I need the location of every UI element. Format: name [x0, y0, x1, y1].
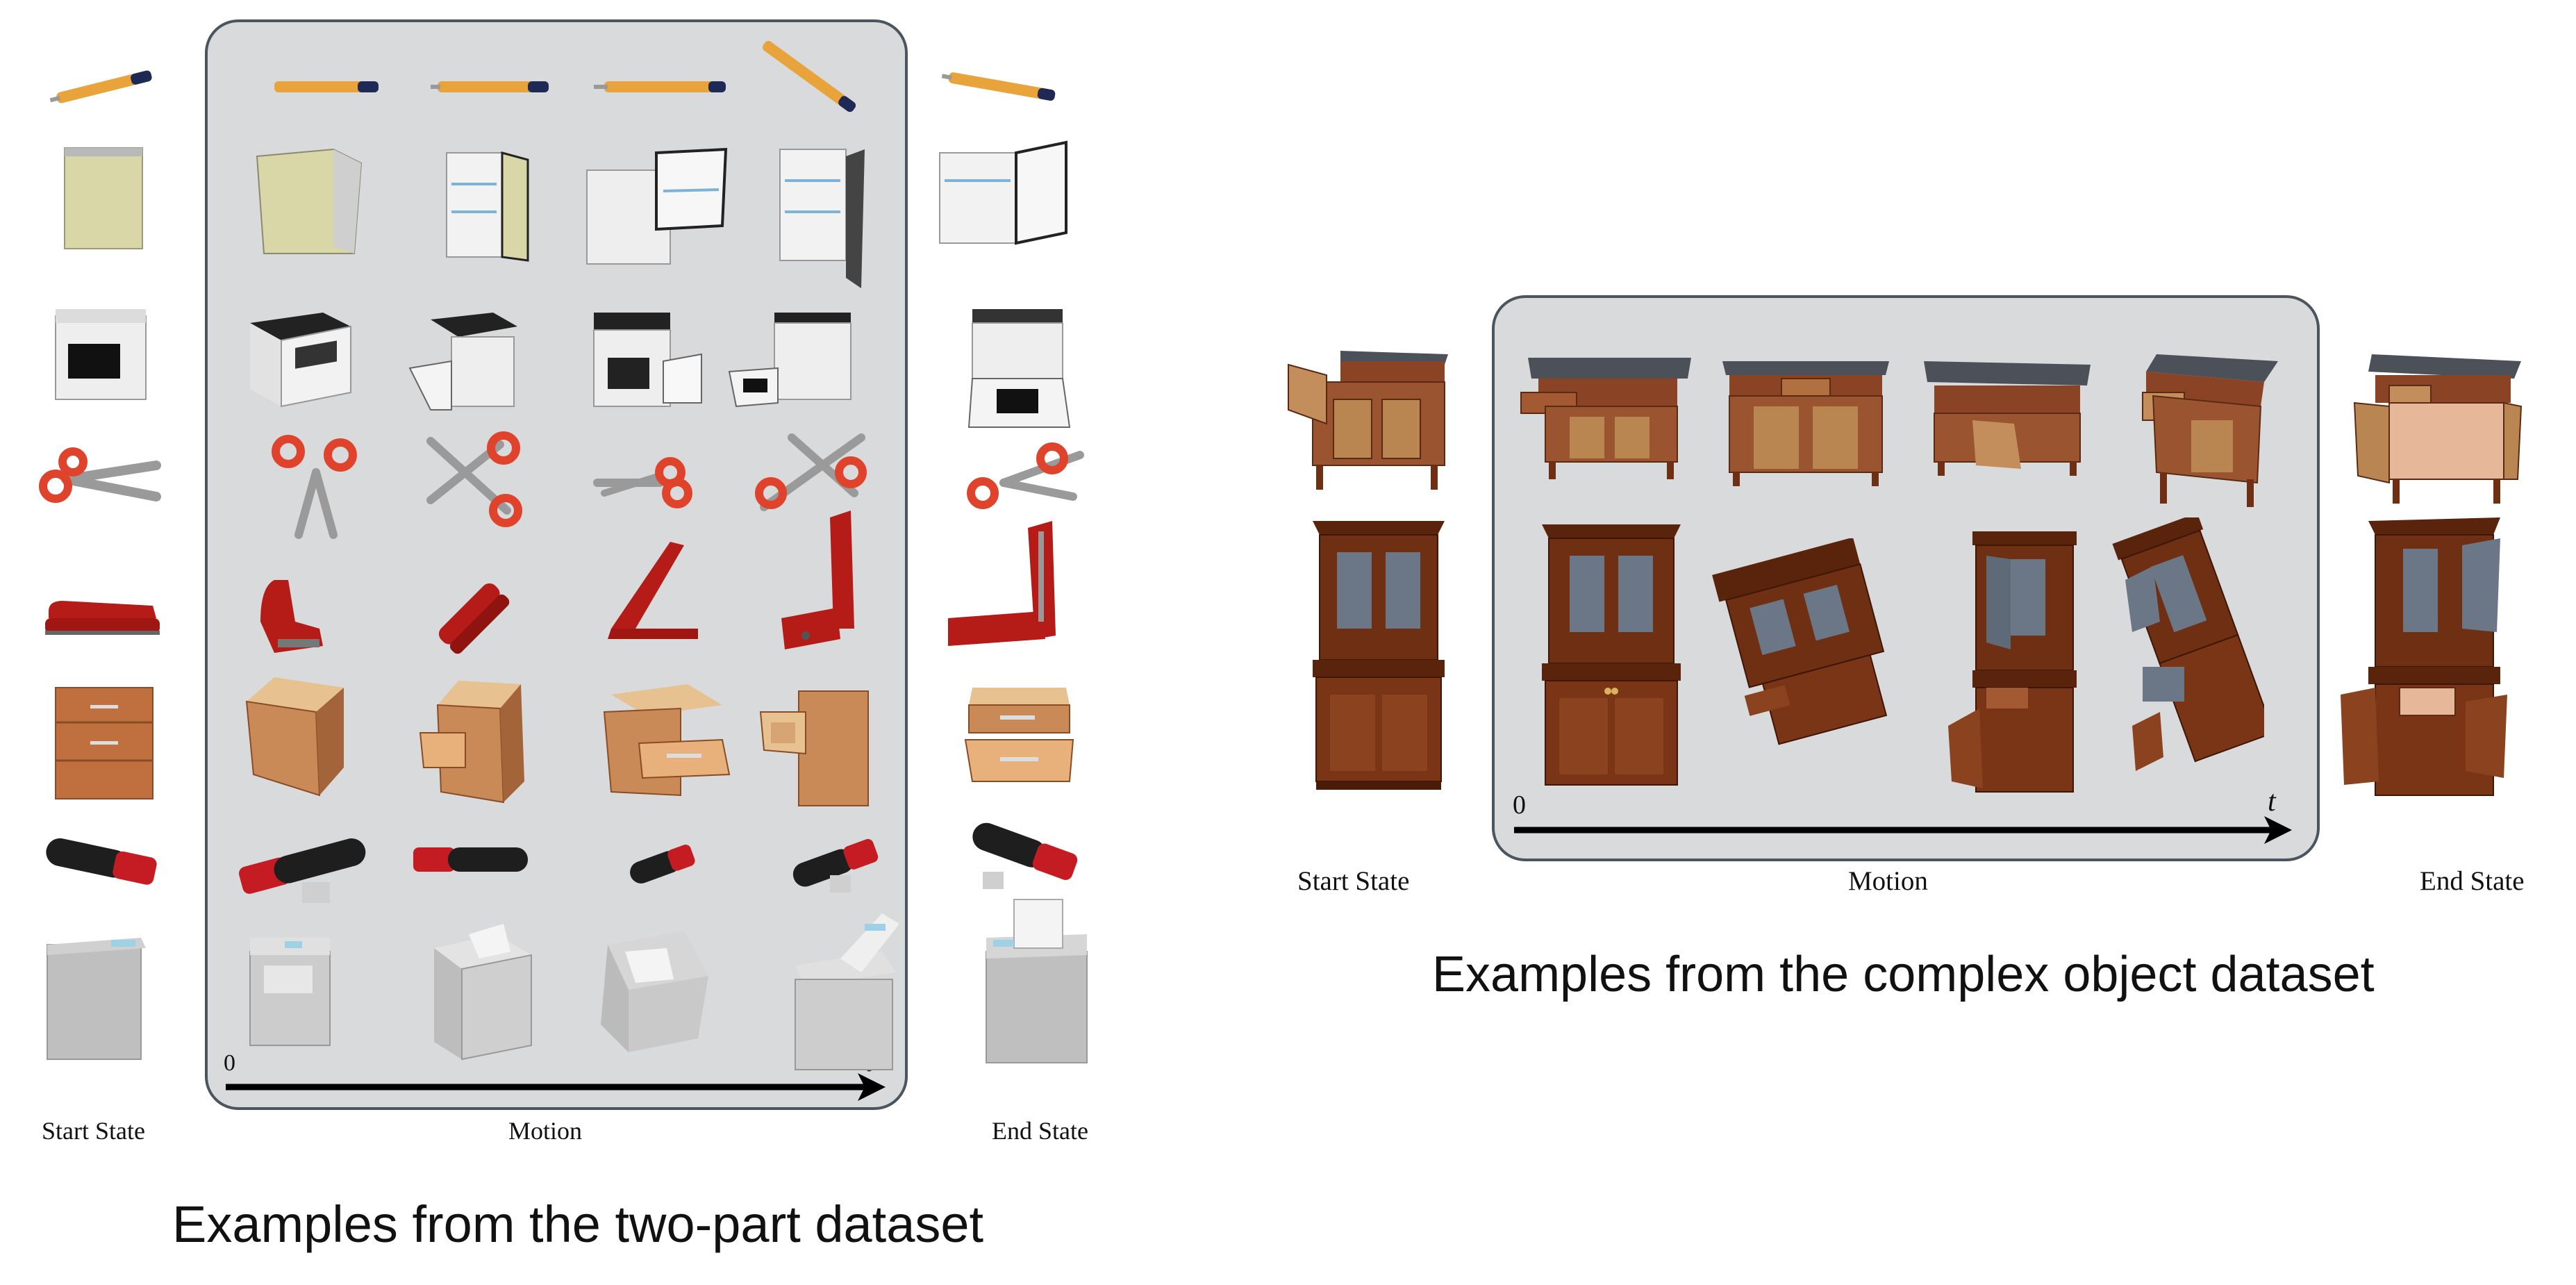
oven-start-image [55, 309, 147, 400]
utility-knife-end-image [941, 72, 1056, 101]
usb-drive-motion-2-image [413, 847, 528, 872]
scissors-motion-4-image [755, 433, 867, 511]
oven-motion-4-image [728, 313, 851, 408]
scissors-motion-2-image [426, 431, 522, 527]
washing-machine-motion-4-image [795, 913, 899, 1070]
kitchen-island-start-image [1288, 351, 1448, 490]
complex-caption: Examples from the complex object dataset [1432, 947, 2375, 1002]
drawer-cabinet-end-image [964, 688, 1074, 782]
washing-machine-motion-3-image [601, 931, 708, 1052]
complex-axis-zero: 0 [1513, 790, 1526, 820]
stapler-end-image [948, 521, 1056, 646]
kitchen-island-motion-4-image [2142, 354, 2278, 507]
china-hutch-motion-1-image [1542, 524, 1681, 786]
kitchen-island-motion-3-image [1924, 361, 2091, 476]
washing-machine-end-image [986, 899, 1088, 1063]
refrigerator-start-image [64, 147, 143, 249]
oven-motion-3-image [593, 313, 702, 407]
drawer-cabinet-motion-2-image [419, 681, 524, 804]
drawer-cabinet-start-image [55, 687, 153, 799]
scissors-start-image [39, 447, 161, 503]
refrigerator-motion-1-image [256, 148, 363, 254]
complex-axis-t: t [2268, 786, 2276, 818]
china-hutch-end-image [2341, 517, 2507, 796]
two-part-caption: Examples from the two-part dataset [172, 1195, 984, 1253]
china-hutch-motion-4-image [2112, 517, 2264, 771]
refrigerator-motion-3-image [586, 147, 728, 265]
china-hutch-start-image [1313, 521, 1445, 790]
utility-knife-start-image [49, 70, 152, 103]
washing-machine-motion-2-image [434, 924, 532, 1061]
complex-end-state-label: End State [2420, 866, 2525, 896]
stapler-motion-4-image [781, 511, 854, 649]
usb-drive-motion-3-image [630, 845, 695, 884]
stapler-start-image [45, 601, 160, 635]
refrigerator-motion-2-image [446, 151, 529, 262]
two-part-end-state-label: End State [992, 1117, 1088, 1145]
scissors-motion-3-image [593, 457, 692, 508]
utility-knife-motion-2-image [431, 81, 549, 92]
kitchen-island-end-image [2353, 354, 2523, 504]
scissors-end-image [967, 442, 1084, 509]
utility-knife-motion-3-image [594, 81, 726, 92]
complex-start-state-label: Start State [1297, 866, 1410, 896]
two-part-motion-label: Motion [508, 1117, 583, 1145]
drawer-cabinet-motion-4-image [759, 690, 869, 806]
washing-machine-motion-1-image [249, 938, 331, 1046]
china-hutch-motion-3-image [1948, 531, 2077, 793]
china-hutch-motion-2-image [1712, 538, 1888, 745]
kitchen-island-motion-2-image [1722, 361, 1889, 486]
drawer-cabinet-motion-3-image [603, 684, 731, 797]
washing-machine-start-image [47, 938, 146, 1060]
refrigerator-end-image [939, 140, 1067, 245]
kitchen-island-motion-1-image [1520, 358, 1691, 479]
utility-knife-motion-1-image [274, 81, 379, 92]
utility-knife-motion-4-image [762, 40, 856, 113]
oven-motion-2-image [408, 313, 517, 411]
stapler-motion-3-image [608, 542, 698, 639]
usb-drive-motion-4-image [792, 838, 879, 893]
stapler-motion-1-image [260, 580, 323, 653]
drawer-cabinet-motion-1-image [245, 677, 344, 797]
complex-time-axis [1514, 816, 2292, 844]
two-part-start-state-label: Start State [42, 1117, 145, 1145]
usb-drive-end-image [972, 822, 1078, 889]
refrigerator-motion-4-image [779, 149, 865, 288]
complex-motion-label: Motion [1848, 866, 1928, 896]
two-part-axis-zero: 0 [224, 1050, 235, 1076]
oven-end-image [967, 309, 1071, 428]
oven-motion-1-image [250, 313, 351, 408]
two-part-time-axis [226, 1073, 886, 1101]
stapler-motion-2-image [438, 583, 510, 654]
scissors-motion-1-image [272, 435, 357, 539]
usb-drive-start-image [46, 838, 157, 885]
usb-drive-motion-1-image [239, 838, 366, 903]
